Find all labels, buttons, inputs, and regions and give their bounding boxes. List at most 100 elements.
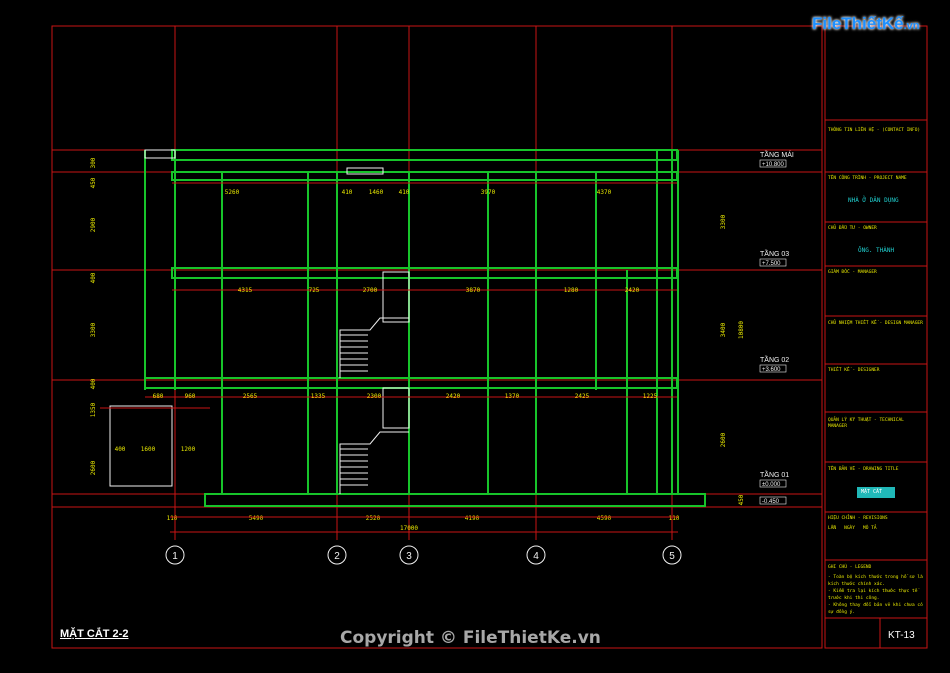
note-item: - Toàn bộ kích thước trong hồ sơ là kích… bbox=[828, 575, 923, 587]
dim-bottom: 5490 bbox=[249, 515, 264, 522]
note-item: - Không thay đổi bản vẽ khi chưa có sự đ… bbox=[828, 603, 923, 615]
drawing-title: MẶT CẮT 2-2 bbox=[60, 628, 129, 640]
axis-bubble bbox=[662, 545, 682, 565]
dim-floor3: 725 bbox=[309, 287, 320, 294]
dim-total: 17000 bbox=[400, 525, 418, 532]
note-item: - Kiểm tra lại kích thước thực tế trước … bbox=[828, 589, 918, 601]
dim-roof: 410 bbox=[342, 189, 353, 196]
dim-bottom: 110 bbox=[669, 515, 680, 522]
stairs bbox=[109, 149, 410, 494]
dim-roof: 4370 bbox=[597, 189, 612, 196]
dim-roof: 5260 bbox=[225, 189, 240, 196]
dim-roof: 410 bbox=[399, 189, 410, 196]
level-elevation: ±0.000 bbox=[762, 482, 781, 488]
project-name: NHÀ Ở DÂN DỤNG bbox=[848, 197, 899, 204]
logo-suffix: .vn bbox=[903, 20, 920, 32]
level-box bbox=[759, 364, 787, 373]
dim-ground: 400 bbox=[115, 446, 126, 453]
dim-left: 2900 bbox=[90, 217, 97, 232]
level-name: TẦNG 01 bbox=[760, 469, 789, 479]
rev-col: NGÀY bbox=[844, 526, 855, 531]
dim-right: 3400 bbox=[720, 322, 727, 337]
axis-lines bbox=[52, 26, 822, 540]
dim-right: 2600 bbox=[720, 432, 727, 447]
dim-floor2: 2300 bbox=[367, 393, 382, 400]
dim-left: 400 bbox=[90, 272, 97, 283]
axis-label: 5 bbox=[669, 551, 675, 562]
axis-label: 2 bbox=[334, 551, 340, 562]
dim-floor3: 2700 bbox=[363, 287, 378, 294]
dim-floor2: 1225 bbox=[643, 393, 658, 400]
dim-right: 450 bbox=[738, 494, 745, 505]
tech-label: QUẢN LÝ KỸ THUẬT - TECHNICAL MANAGER bbox=[828, 418, 904, 429]
level-box bbox=[759, 258, 787, 267]
dim-left: 300 bbox=[90, 157, 97, 168]
axis-label: 1 bbox=[172, 551, 178, 562]
dim-left: 400 bbox=[90, 378, 97, 389]
logo-text: FileThiếtKế bbox=[812, 14, 904, 33]
dim-left: 450 bbox=[90, 177, 97, 188]
dim-floor2: 1335 bbox=[311, 393, 326, 400]
dim-left: 2600 bbox=[90, 460, 97, 475]
beams bbox=[100, 182, 677, 409]
owner-name: ÔNG. THÀNH bbox=[858, 247, 895, 254]
revision-columns: LẦN NGÀY MÔ TẢ bbox=[828, 526, 877, 532]
dim-bottom: 4190 bbox=[465, 515, 480, 522]
dim-floor2: 680 bbox=[153, 393, 164, 400]
dim-bottom: 110 bbox=[167, 515, 178, 522]
notes-label: GHI CHÚ - LEGEND bbox=[828, 565, 872, 570]
drawing-label: TÊN BẢN VẼ - DRAWING TITLE bbox=[828, 467, 899, 472]
level-box bbox=[759, 159, 787, 168]
designer-label: THIẾT KẾ - DESIGNER bbox=[828, 368, 880, 373]
director-label: GIÁM ĐỐC - MANAGER bbox=[828, 270, 877, 275]
dimension-labels: 110 5490 2520 4190 4590 110 17000 5260 410 1460 41… bbox=[90, 157, 745, 532]
rev-col: LẦN bbox=[828, 526, 837, 531]
dim-right: 10800 bbox=[738, 321, 745, 339]
dim-floor2: 2425 bbox=[575, 393, 590, 400]
project-label: TÊN CÔNG TRÌNH - PROJECT NAME bbox=[828, 176, 907, 181]
revision-label: HIỆU CHỈNH - REVISIONS bbox=[828, 516, 888, 521]
level-box bbox=[759, 479, 787, 488]
dim-roof: 3970 bbox=[481, 189, 496, 196]
rev-col: MÔ TẢ bbox=[862, 526, 877, 531]
level-elevation: +3.600 bbox=[762, 367, 781, 373]
dim-floor3: 3870 bbox=[466, 287, 481, 294]
level-elevation: +10.800 bbox=[762, 162, 785, 168]
level-name: TẦNG 03 bbox=[760, 248, 789, 258]
axis-label: 3 bbox=[406, 551, 412, 562]
sheet-number: KT-13 bbox=[888, 630, 915, 641]
dim-floor2: 1370 bbox=[505, 393, 520, 400]
dim-floor3: 1280 bbox=[564, 287, 579, 294]
design-lead-label: CHỦ NHIỆM THIẾT KẾ - DESIGN MANAGER bbox=[828, 321, 923, 326]
dim-bottom: 2520 bbox=[366, 515, 381, 522]
title-block-rows bbox=[825, 119, 927, 648]
level-elevation: +7.500 bbox=[762, 261, 781, 267]
axis-bubble bbox=[526, 545, 546, 565]
level-name: TẦNG 02 bbox=[760, 354, 789, 364]
axis-bubble bbox=[399, 545, 419, 565]
dim-floor2: 2420 bbox=[446, 393, 461, 400]
dim-ground: 1200 bbox=[181, 446, 196, 453]
dim-roof: 1460 bbox=[369, 189, 384, 196]
axis-bubble bbox=[165, 545, 185, 565]
dim-bottom: 4590 bbox=[597, 515, 612, 522]
dim-left: 3300 bbox=[90, 322, 97, 337]
dim-floor3: 2420 bbox=[625, 287, 640, 294]
dim-ground: 1600 bbox=[141, 446, 156, 453]
contact-label: THÔNG TIN LIÊN HỆ - (CONTACT INFO) bbox=[828, 128, 921, 133]
dim-right: 3300 bbox=[720, 214, 727, 229]
axis-bubbles: 1 2 3 4 5 bbox=[165, 545, 682, 565]
building-section bbox=[144, 149, 706, 507]
dim-floor2: 2565 bbox=[243, 393, 258, 400]
drawing-name: MẶT CẮT bbox=[861, 489, 883, 495]
notes: - Toàn bộ kích thước trong hồ sơ là kích… bbox=[828, 574, 923, 616]
axis-bubble bbox=[327, 545, 347, 565]
dim-floor3: 4315 bbox=[238, 287, 253, 294]
copyright-watermark: Copyright © FileThietKe.vn bbox=[340, 628, 601, 648]
drawing-name-highlight bbox=[857, 487, 895, 498]
axis-label: 4 bbox=[533, 551, 539, 562]
level-name: TẦNG MÁI bbox=[760, 149, 794, 159]
title-block-frame bbox=[824, 25, 928, 649]
